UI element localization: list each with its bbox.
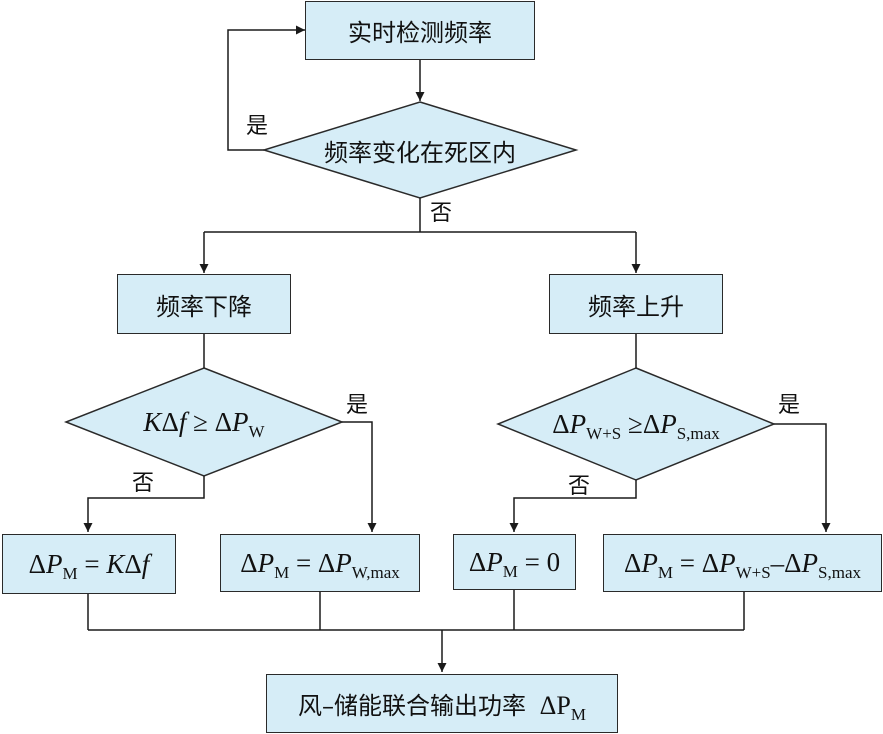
detect-frequency-box: 实时检测频率: [305, 1, 535, 60]
output-power-label: 风–储能联合输出功率: [298, 692, 527, 720]
deadband-diamond: [261, 101, 579, 199]
no-label-deadband: 否: [430, 201, 453, 226]
output-power-symbol: ΔP: [539, 691, 571, 720]
yes-label-right: 是: [778, 393, 801, 418]
freq-up-box: 频率上升: [549, 274, 723, 334]
result-box-1: ΔPM = KΔf: [2, 534, 176, 594]
detect-frequency-label: 实时检测频率: [348, 19, 492, 47]
output-power-sub: M: [570, 705, 586, 724]
arrow-right-yes: [774, 423, 831, 532]
output-power-box: 风–储能联合输出功率 ΔPM: [266, 674, 618, 733]
arrow-right-no: [509, 480, 637, 532]
arrow-left-yes: [342, 421, 377, 532]
right-decision-diamond: [496, 367, 776, 481]
freq-down-label: 频率下降: [156, 292, 252, 321]
result-box-2: ΔPM = ΔPW,max: [220, 534, 420, 592]
yes-label-deadband: 是: [246, 114, 269, 139]
arrow-deadband-yes-loop: [227, 25, 305, 151]
yes-label-left: 是: [346, 393, 369, 418]
result-box-3: ΔPM = 0: [453, 534, 576, 590]
arrow-left-no: [83, 476, 205, 532]
freq-down-box: 频率下降: [117, 274, 291, 334]
no-label-left: 否: [132, 471, 155, 496]
result-box-4: ΔPM = ΔPW+S–ΔPS,max: [603, 534, 882, 592]
freq-up-label: 频率上升: [588, 292, 684, 321]
no-label-right: 否: [568, 474, 591, 499]
left-decision-diamond: [63, 367, 345, 477]
